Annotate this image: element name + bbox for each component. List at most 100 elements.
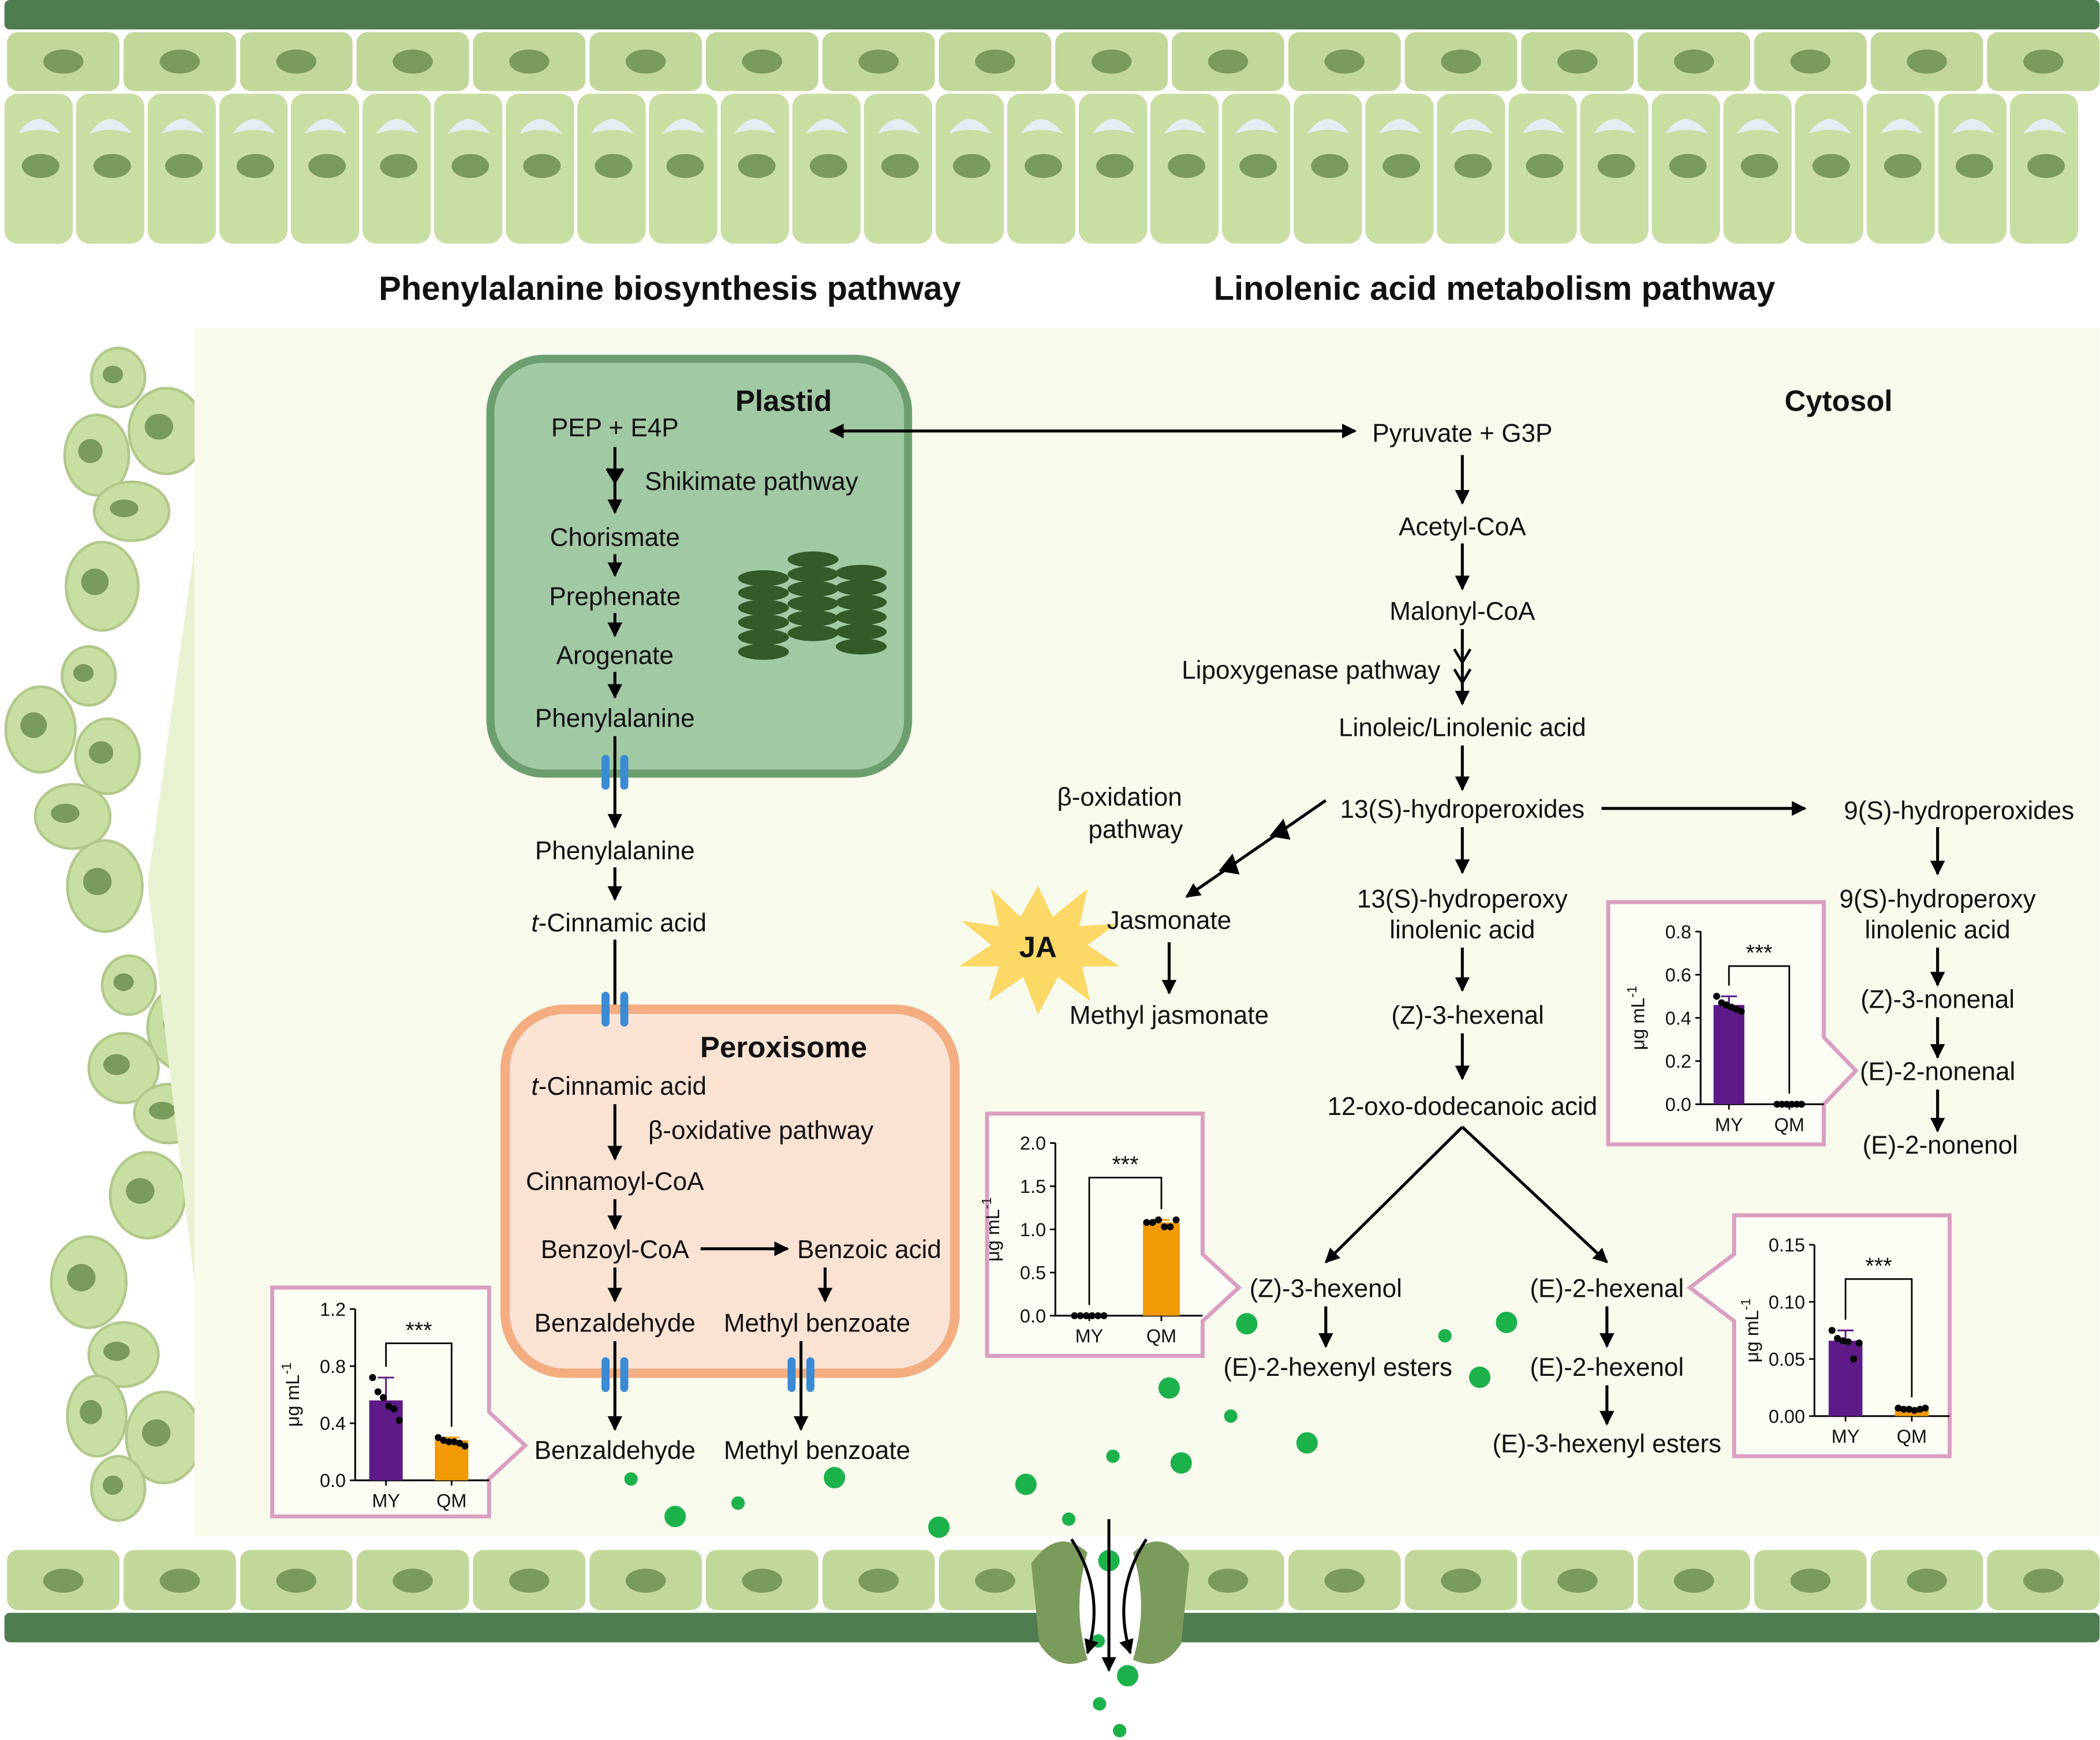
cytosol-label: Cytosol (1784, 384, 1892, 417)
transporter-icon (601, 991, 610, 1027)
y-tick-label: 1.5 (1020, 1176, 1046, 1197)
thylakoid-disc (835, 609, 887, 626)
thylakoid-disc (787, 566, 839, 582)
plastid-label: Plastid (735, 384, 832, 417)
volatile-dot (1091, 1634, 1105, 1648)
thylakoid-disc (738, 585, 789, 601)
y-axis-label-sup: -1 (1738, 1299, 1753, 1311)
title-linolenic-pathway: Linolenic acid metabolism pathway (1214, 271, 1776, 308)
vacuole (161, 119, 204, 134)
data-point (1778, 1101, 1785, 1108)
y-tick-label: 0.8 (320, 1356, 346, 1377)
nucleus (51, 803, 80, 823)
nucleus (21, 154, 59, 178)
vacuole (591, 119, 634, 134)
nucleus (67, 1264, 96, 1292)
node-arogenate: Arogenate (556, 641, 674, 669)
data-point (1089, 1312, 1096, 1319)
thylakoid-disc (738, 570, 789, 586)
nucleus (1208, 49, 1249, 74)
data-point (1071, 1312, 1078, 1319)
ja-burst-icon (959, 886, 1120, 1015)
volatile-dot (1438, 1329, 1452, 1343)
nucleus (308, 154, 346, 178)
volatile-dot (1296, 1432, 1318, 1454)
label-beta-oxidation-pathway: pathway (1088, 815, 1183, 844)
node-13s-hydroperoxides: 13(S)-hydroperoxides (1340, 795, 1585, 824)
y-tick-label: 1.2 (320, 1299, 346, 1320)
vacuole (877, 119, 921, 134)
nucleus (1024, 154, 1062, 178)
node-pyruvate-g3p: Pyruvate + G3P (1372, 419, 1552, 447)
nucleus (858, 1569, 899, 1593)
nucleus (1091, 49, 1132, 74)
nucleus (393, 1569, 433, 1593)
y-tick-label: 0.0 (1665, 1094, 1691, 1115)
volatile-emission-dots (624, 1311, 1518, 1738)
node-jasmonate: Jasmonate (1107, 907, 1231, 935)
nucleus (809, 154, 847, 178)
vacuole (805, 119, 849, 134)
volatile-dot (1106, 1449, 1120, 1463)
thylakoid-disc (835, 579, 887, 596)
nucleus (1907, 49, 1947, 74)
nucleus (1441, 1569, 1481, 1593)
bar-MY (1713, 1005, 1744, 1105)
nucleus (1239, 154, 1277, 178)
data-point (1855, 1339, 1863, 1347)
vacuole (1665, 119, 1708, 134)
vacuole (89, 119, 133, 134)
node-malonyl-coa: Malonyl-CoA (1389, 597, 1535, 626)
data-point (1773, 1101, 1781, 1108)
nucleus (523, 154, 561, 178)
volatile-dot (1116, 1665, 1139, 1687)
nucleus (975, 49, 1015, 74)
cuticle-bottom-right (1168, 1612, 2100, 1642)
data-point (1082, 1312, 1090, 1319)
transporter-icon (787, 1357, 796, 1392)
label-shikimate-pathway: Shikimate pathway (645, 467, 858, 496)
transporter-icon (620, 755, 629, 790)
nucleus (103, 1054, 130, 1075)
y-tick-label: 0.4 (1665, 1008, 1691, 1028)
data-point (1077, 1312, 1084, 1319)
nucleus (1955, 154, 1993, 178)
nucleus (1597, 154, 1635, 178)
peroxisome-label: Peroxisome (700, 1031, 867, 1064)
vacuole (17, 119, 61, 134)
data-point (374, 1388, 382, 1395)
volatile-dot (1224, 1409, 1238, 1423)
data-point (1167, 1223, 1174, 1230)
vacuole (233, 119, 276, 134)
nucleus (126, 1178, 155, 1204)
data-point (1149, 1219, 1156, 1226)
data-point (1916, 1405, 1924, 1413)
thylakoid-disc (787, 596, 839, 612)
x-tick-label-MY: MY (1832, 1426, 1860, 1447)
peroxisome-compartment (500, 1004, 960, 1378)
cuticle-top (4, 0, 2100, 30)
italic-prefix: t (531, 909, 539, 937)
nucleus (113, 973, 134, 991)
nucleus (1557, 1569, 1598, 1593)
significance-label: *** (1866, 1253, 1892, 1279)
volatile-dot (1158, 1377, 1180, 1399)
data-point (1737, 1008, 1745, 1015)
chart-callout (1686, 1213, 1952, 1458)
node-methyl-jasmonate: Methyl jasmonate (1070, 1001, 1269, 1030)
x-tick-label-QM: QM (1774, 1114, 1804, 1135)
vacuole (1952, 119, 1995, 134)
nucleus (625, 1569, 666, 1593)
nucleus (742, 1569, 783, 1593)
data-point (1143, 1219, 1150, 1226)
ja-label: JA (1019, 930, 1057, 963)
nucleus (1324, 49, 1365, 74)
node-cinnamoyl-coa: Cinnamoyl-CoA (526, 1168, 704, 1196)
nucleus (1311, 154, 1349, 178)
significance-bracket (385, 1342, 453, 1427)
data-point (1713, 993, 1720, 1000)
